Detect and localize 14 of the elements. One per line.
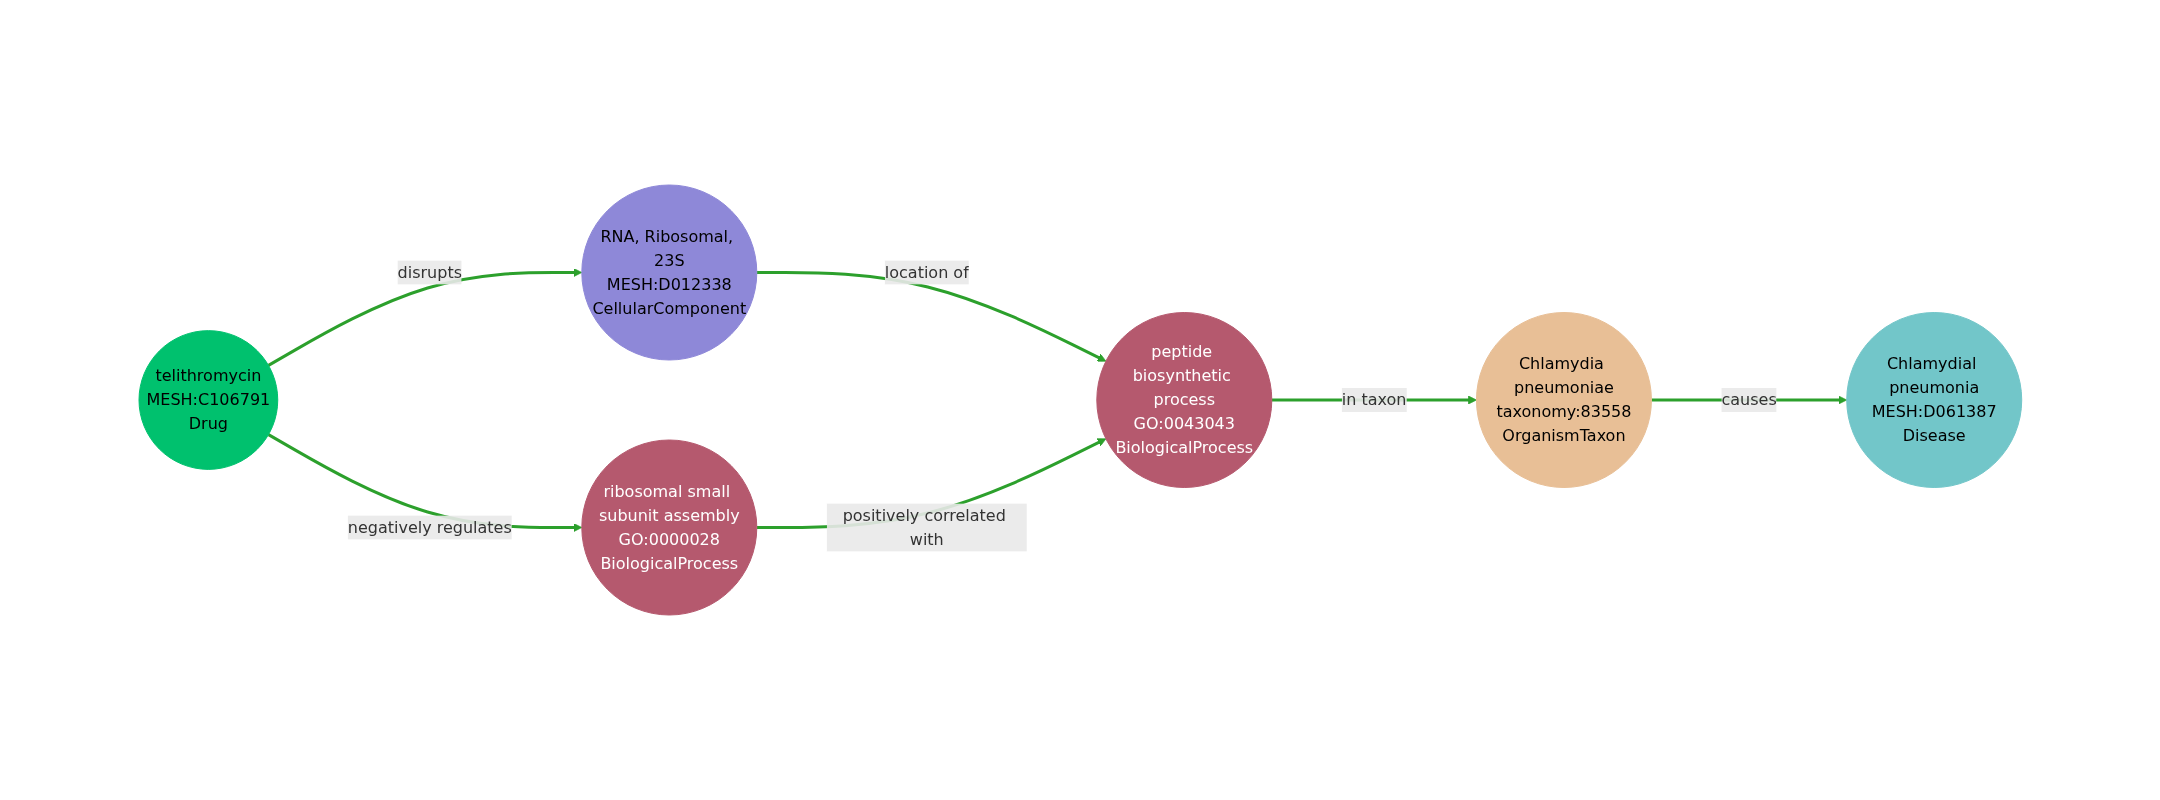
arrow (756, 271, 1106, 362)
edge-label: causes (1721, 390, 1777, 409)
edge-label: in taxon (1341, 390, 1407, 409)
node-circle: RNA, Ribosomal, 23S MESH:D012338 CellularComponent (580, 184, 757, 361)
edge-label: positively correlated with (842, 505, 1006, 549)
node-circle: ribosomal small subunit assembly GO:0000028 BiologicalProcess (580, 439, 757, 616)
edge-label: location of (884, 262, 969, 282)
node-circle: peptide biosynthetic process GO:0043043 BiologicalProcess (1095, 312, 1272, 488)
node-circle: Chlamydia pneumoniae taxonomy:83558 OrganismTaxon (1475, 312, 1652, 488)
node-circle: telithromycin MESH:C106791 Drug (138, 330, 278, 470)
arrow (267, 268, 582, 367)
node-circle: Chlamydial pneumonia MESH:D061387 Disease (1845, 312, 2022, 488)
edge-label: negatively regulates (347, 517, 512, 537)
edge-label: disrupts (397, 262, 462, 282)
